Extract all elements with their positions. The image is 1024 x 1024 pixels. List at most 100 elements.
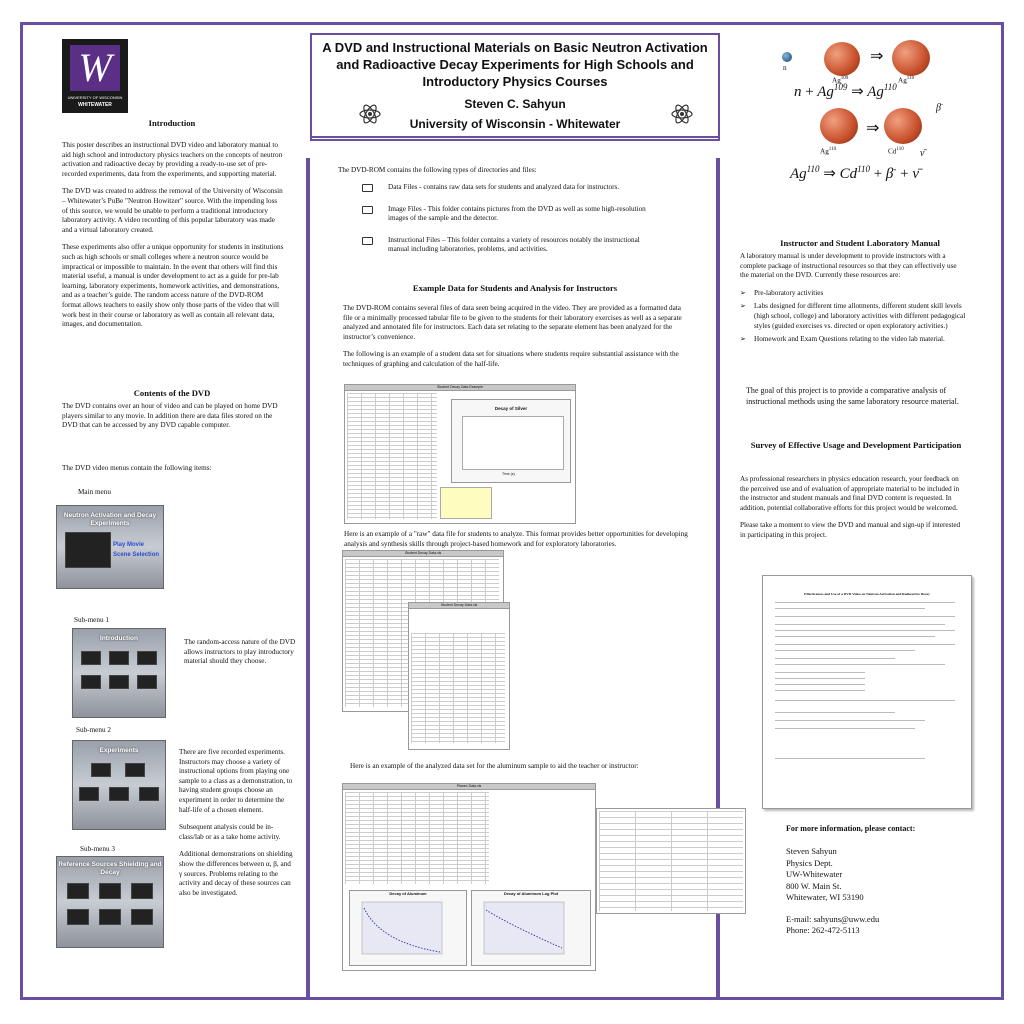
manual-item: ➢Homework and Exam Questions relating to… (740, 335, 945, 344)
main-menu-label: Main menu (78, 488, 111, 496)
survey-p2: Please take a moment to view the DVD and… (740, 521, 961, 539)
intro-section: This poster describes an instructional D… (62, 141, 284, 338)
contact-street: 800 W. Main St. (786, 880, 842, 891)
example-section: The DVD-ROM contains several files of da… (343, 304, 691, 378)
sub3-title: Reference Sources Shielding and Decay (58, 861, 162, 876)
intro-p1: This poster describes an instructional D… (62, 141, 283, 178)
intro-heading: Introduction (148, 118, 196, 128)
example-p4: Here is an example of the analyzed data … (350, 762, 639, 770)
contents-p1: The DVD contains over an hour of video a… (62, 402, 278, 430)
folder-icon (362, 236, 373, 245)
student-data-sheet: Student Decay Data Example Decay of Silv… (344, 384, 576, 524)
dvdrom-item-instr: Instructional Files – This folder contai… (362, 236, 662, 255)
ag109-nucleus (824, 42, 860, 76)
equation-2: Ag110 ⇒ Cd110 + β- + ν̄ (790, 164, 920, 182)
title-box: A DVD and Instructional Materials on Bas… (310, 33, 720, 141)
contents-p2: The DVD video menus contain the followin… (62, 464, 212, 472)
intro-p3: These experiments also offer a unique op… (62, 243, 284, 329)
contact-city: Whitewater, WI 53190 (786, 892, 864, 902)
sub2-section: There are five recorded experiments. Ins… (179, 748, 295, 906)
poster-university: University of Wisconsin - Whitewater (409, 117, 621, 131)
contact-block: Steven Sahyun Physics Dept. UW-Whitewate… (786, 846, 879, 937)
arrow-1: ⇒ (870, 48, 884, 65)
logo-line1: UNIVERSITY OF WISCONSIN (67, 95, 123, 100)
beta-label: β- (936, 102, 943, 114)
example-heading: Example Data for Students and Analysis f… (412, 283, 618, 293)
play-movie: Play Movie (113, 542, 145, 548)
dvdrom-item-data: Data Files - contains raw data sets for … (362, 183, 662, 193)
logo-line2: WHITEWATER (78, 102, 112, 108)
example-p3: Here is an example of a "raw" data file … (344, 530, 688, 548)
poster-frame (20, 22, 1004, 1000)
survey-p1: As professional researchers in physics e… (740, 475, 960, 512)
ag110-nucleus (892, 40, 930, 76)
manual-item: ➢Labs designed for different time allotm… (740, 302, 966, 330)
sheet1-chart-xlabel: Time (s) (502, 472, 515, 476)
example-p2: The following is an example of a student… (343, 350, 679, 368)
sub1-label: Sub-menu 1 (74, 616, 109, 624)
ag109-label: Ag109 (832, 76, 849, 85)
contents-heading: Contents of the DVD (133, 388, 211, 398)
contact-dept: Physics Dept. (786, 857, 833, 868)
folder-icon (362, 184, 373, 192)
chart-b-curve (483, 901, 565, 955)
main-menu-thumb (65, 532, 111, 568)
ag110-decay-nucleus (820, 108, 858, 144)
analyzed-data-sheet: Planeo Data.xls Decay of Aluminum Decay … (342, 783, 596, 971)
sub2-label: Sub-menu 2 (76, 726, 111, 734)
contact-phone: Phone: 262-472-5113 (786, 925, 860, 935)
column-divider-right (716, 158, 720, 998)
uww-logo: W UNIVERSITY OF WISCONSIN WHITEWATER (62, 39, 128, 113)
dvdrom-intro: The DVD-ROM contains the following types… (338, 166, 537, 174)
dvdrom-item-instr-text: Instructional Files – This folder contai… (388, 235, 640, 254)
survey-heading: Survey of Effective Usage and Developmen… (750, 440, 962, 450)
contact-email[interactable]: E-mail: sahyuns@uww.edu (786, 913, 880, 924)
neutron-label: n (783, 64, 787, 72)
atom-icon-right (671, 104, 693, 124)
dvdrom-item-image-text: Image Files - This folder contains pictu… (388, 204, 646, 223)
sub3-menu-image: Reference Sources Shielding and Decay (56, 856, 164, 948)
analysis-sheet-side (596, 808, 746, 914)
chart-b-title: Decay of Aluminum Log Plot (503, 891, 559, 896)
raw-data-sheet-2: Student Decay Data.xls (408, 602, 510, 750)
chart-b: Decay of Aluminum Log Plot (471, 890, 591, 966)
sub2-text: There are five recorded experiments. Ins… (179, 748, 293, 814)
column-divider-left (306, 158, 310, 998)
survey-section: As professional researchers in physics e… (740, 475, 966, 549)
sub2-menu-image: Experiments (72, 740, 166, 830)
ag110-label: Ag110 (898, 76, 915, 85)
survey-form-image: Effectiveness and Use of a DVD Video on … (762, 575, 972, 809)
cd110-label: Cd110 (888, 147, 904, 156)
logo-mark: W (70, 45, 120, 91)
title-underline (312, 136, 718, 138)
manual-section: A laboratory manual is under development… (740, 252, 966, 349)
manual-heading: Instructor and Student Laboratory Manual (780, 238, 940, 248)
sheet1-title: Student Decay Data Example (345, 385, 575, 391)
sub1-title: Introduction (100, 635, 138, 642)
contact-org: UW-Whitewater (786, 869, 843, 879)
equation-1: n + Ag109 ⇒ Ag110 (794, 82, 897, 100)
arrow-2: ⇒ (866, 120, 880, 137)
manual-p: A laboratory manual is under development… (740, 252, 957, 280)
dvdrom-items: Data Files - contains raw data sets for … (362, 183, 662, 255)
main-menu-image: Neutron Activation and Decay Experiments… (56, 505, 164, 589)
sub2-title: Experiments (99, 747, 139, 754)
sheet1-chart: Decay of Silver Time (s) (451, 399, 571, 483)
atom-icon-left (359, 104, 381, 124)
nubar-label: ν̄ (920, 148, 925, 159)
cd110-nucleus (884, 108, 922, 144)
main-menu-title: Neutron Activation and Decay Experiments (63, 512, 157, 527)
goal-text: The goal of this project is to provide a… (746, 386, 959, 406)
chart-a-title: Decay of Aluminum (389, 891, 427, 896)
survey-doc-title: Effectiveness and Use of a DVD Video on … (804, 592, 930, 596)
contact-name: Steven Sahyun (786, 846, 837, 856)
scene-selection: Scene Selection (113, 552, 160, 558)
dvdrom-item-image: Image Files - This folder contains pictu… (362, 205, 662, 224)
contact-heading: For more information, please contact: (786, 824, 916, 833)
poster-author: Steven C. Sahyun (464, 97, 566, 111)
sub3-label: Sub-menu 3 (80, 845, 115, 853)
manual-list: ➢Pre-laboratory activities ➢Labs designe… (740, 289, 966, 345)
neutron (782, 52, 792, 62)
example-p1: The DVD-ROM contains several files of da… (343, 304, 682, 341)
chart-a-curve (361, 901, 443, 955)
